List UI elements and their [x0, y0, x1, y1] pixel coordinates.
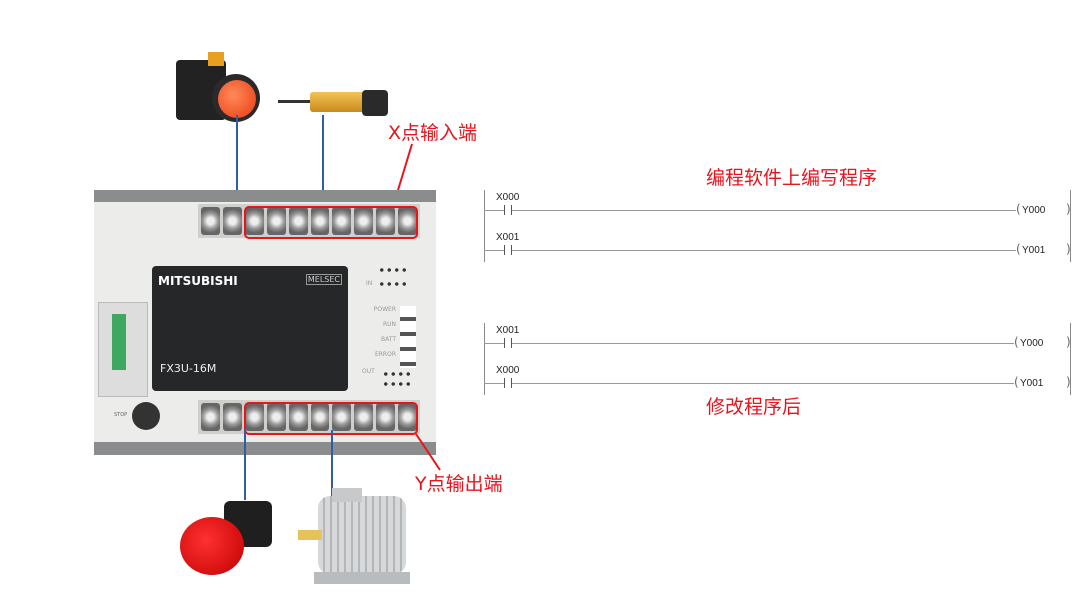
output-led-dots	[382, 372, 412, 376]
ladder-original: X000 ( Y000 ) X001 ( Y001 )	[484, 190, 1074, 265]
coil-label: Y001	[1022, 245, 1046, 256]
modified-title: 修改程序后	[706, 396, 802, 418]
no-contact-icon	[504, 245, 512, 255]
contact-label: X000	[496, 192, 520, 203]
input-wire-2	[322, 115, 324, 210]
no-contact-icon	[504, 205, 512, 215]
input-led-dots	[378, 282, 408, 286]
output-arrow	[415, 433, 441, 471]
input-terminal-label: X点输入端	[388, 122, 478, 144]
plc-in-label: IN	[366, 280, 373, 287]
program-title: 编程软件上编写程序	[706, 167, 878, 189]
output-led-dots	[382, 382, 412, 386]
input-terminal-highlight	[244, 206, 418, 239]
ladder-modified: X001 ( Y000 ) X000 ( Y001 )	[484, 323, 1074, 398]
coil-label: Y000	[1022, 205, 1046, 216]
pushbutton-image	[176, 52, 264, 130]
output-wire-1	[244, 430, 246, 500]
motor-image	[296, 488, 411, 590]
plc-out-label: OUT	[362, 368, 375, 375]
output-wire-2	[331, 430, 333, 500]
pilot-lamp-image	[178, 495, 274, 579]
input-wire-1	[236, 115, 238, 210]
photoelectric-sensor-image	[278, 86, 390, 126]
plc-brand: MITSUBISHI	[158, 274, 238, 288]
plc-photo: STOP MITSUBISHI MELSEC FX3U-16M IN POWER…	[94, 190, 436, 455]
contact-label: X001	[496, 232, 520, 243]
contact-label: X000	[496, 365, 520, 376]
input-led-dots	[378, 268, 408, 272]
contact-label: X001	[496, 325, 520, 336]
coil-label: Y000	[1020, 338, 1044, 349]
no-contact-icon	[504, 338, 512, 348]
output-terminal-label: Y点输出端	[415, 473, 503, 495]
coil-label: Y001	[1020, 378, 1044, 389]
plc-model: FX3U-16M	[160, 362, 217, 375]
no-contact-icon	[504, 378, 512, 388]
plc-front-panel: MITSUBISHI MELSEC FX3U-16M	[152, 266, 348, 391]
